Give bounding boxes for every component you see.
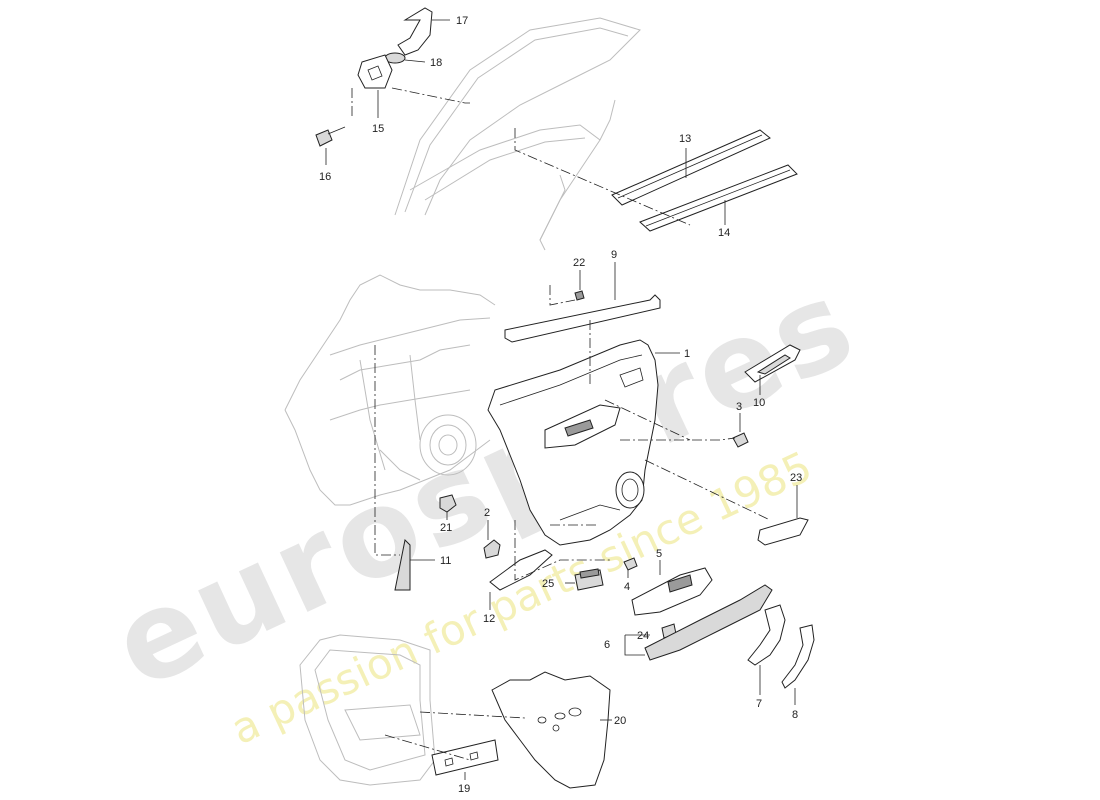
part-2-plug[interactable] xyxy=(483,539,501,559)
part-22-clip[interactable] xyxy=(574,290,585,301)
part-1-door-panel[interactable] xyxy=(487,339,659,546)
callout-25[interactable]: 25 xyxy=(542,578,554,590)
part-5-armrest[interactable] xyxy=(631,567,713,616)
callout-15[interactable]: 15 xyxy=(372,123,384,135)
callout-20[interactable]: 20 xyxy=(614,715,626,727)
callout-18[interactable]: 18 xyxy=(430,57,442,69)
callout-14[interactable]: 14 xyxy=(718,227,730,239)
part-4-screw[interactable] xyxy=(623,557,638,571)
callout-3[interactable]: 3 xyxy=(736,401,742,413)
callout-13[interactable]: 13 xyxy=(679,133,691,145)
part-13-trim-strip[interactable] xyxy=(611,129,771,206)
part-17-mirror-cover[interactable] xyxy=(397,7,433,56)
leader-lines xyxy=(325,19,798,780)
callout-23[interactable]: 23 xyxy=(790,472,802,484)
part-23-badge[interactable] xyxy=(757,517,809,546)
callout-1[interactable]: 1 xyxy=(684,348,690,360)
callout-24[interactable]: 24 xyxy=(637,630,649,642)
callout-6[interactable]: 6 xyxy=(604,639,610,651)
callout-17[interactable]: 17 xyxy=(456,15,468,27)
part-8-pull-trim[interactable] xyxy=(781,624,815,689)
callout-21[interactable]: 21 xyxy=(440,522,452,534)
callout-10[interactable]: 10 xyxy=(753,397,765,409)
callout-16[interactable]: 16 xyxy=(319,171,331,183)
callout-5[interactable]: 5 xyxy=(656,548,662,560)
part-6-armrest-cover[interactable] xyxy=(644,584,773,661)
part-12-bracket[interactable] xyxy=(489,549,553,591)
part-25-switch[interactable] xyxy=(574,568,604,591)
part-21-clip[interactable] xyxy=(439,494,457,513)
callout-11[interactable]: 11 xyxy=(440,555,451,567)
callout-22[interactable]: 22 xyxy=(573,257,585,269)
part-14-trim-strip[interactable] xyxy=(639,164,798,232)
door-inner-ghost xyxy=(284,274,496,506)
part-3-screw[interactable] xyxy=(732,432,749,448)
part-9-trim-rail[interactable] xyxy=(504,294,661,343)
callout-7[interactable]: 7 xyxy=(756,698,762,710)
callout-19[interactable]: 19 xyxy=(458,783,470,795)
part-10-handle[interactable] xyxy=(744,344,801,383)
watermark: eurospares a passion for parts since 198… xyxy=(94,253,877,754)
callout-labels: 17 18 15 16 13 14 9 22 1 10 3 23 21 2 11… xyxy=(319,15,802,795)
part-19-seal[interactable] xyxy=(431,739,499,776)
part-20-membrane[interactable] xyxy=(491,671,611,789)
door-frame-upper-ghost xyxy=(394,17,641,251)
part-15-bracket[interactable] xyxy=(357,54,393,89)
part-16-bolt[interactable] xyxy=(315,126,346,147)
callout-12[interactable]: 12 xyxy=(483,613,495,625)
callout-4[interactable]: 4 xyxy=(624,581,630,593)
reference-lines xyxy=(351,87,771,761)
callout-2[interactable]: 2 xyxy=(484,507,490,519)
callout-9[interactable]: 9 xyxy=(611,249,617,261)
part-11-trim-piece[interactable] xyxy=(394,538,411,591)
part-7-pull-handle[interactable] xyxy=(747,604,786,666)
callout-8[interactable]: 8 xyxy=(792,709,798,721)
